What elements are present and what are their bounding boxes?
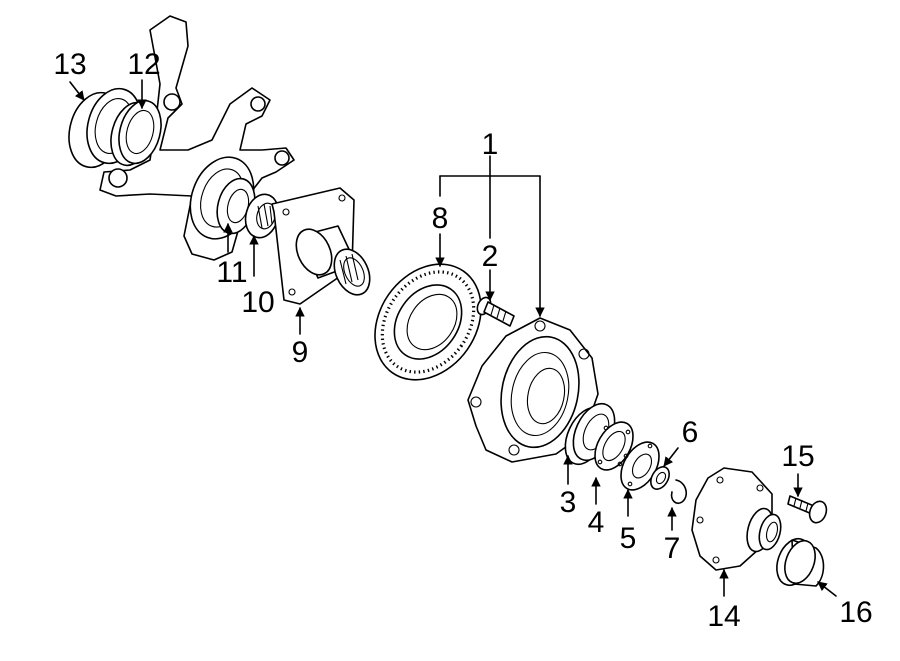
part-14-wheel-hub <box>691 467 782 571</box>
part-1-hub-housing <box>467 317 599 463</box>
callout-7: 7 <box>664 532 681 565</box>
callout-1: 1 <box>482 128 499 161</box>
part-5-washer <box>620 441 660 491</box>
part-7-snap-ring <box>670 479 688 505</box>
part-15-bolt <box>787 495 828 524</box>
callout-14: 14 <box>707 600 740 633</box>
callout-10: 10 <box>241 286 274 319</box>
callout-5: 5 <box>620 522 637 555</box>
callout-6: 6 <box>682 416 699 449</box>
callout-11: 11 <box>216 256 247 289</box>
part-12-dust-seal <box>110 99 162 167</box>
callout-16: 16 <box>839 596 872 629</box>
callout-9: 9 <box>292 336 309 369</box>
callout-4: 4 <box>588 506 605 539</box>
callout-2: 2 <box>482 240 499 273</box>
callout-labels: 1 2 3 4 5 6 7 8 9 10 11 12 13 14 15 16 <box>53 48 872 633</box>
part-16-dust-cap <box>776 537 825 587</box>
part-6-small-seal <box>650 466 670 490</box>
callout-8: 8 <box>432 202 449 235</box>
part-9-spindle-flange <box>271 187 371 305</box>
part-8-abs-tone-ring <box>374 263 482 381</box>
callout-12: 12 <box>127 48 160 81</box>
callout-3: 3 <box>560 486 577 519</box>
callout-15: 15 <box>781 440 814 473</box>
part-2-hub-bolt <box>476 296 515 327</box>
callout-13: 13 <box>53 48 86 81</box>
leader-lines <box>69 79 837 597</box>
